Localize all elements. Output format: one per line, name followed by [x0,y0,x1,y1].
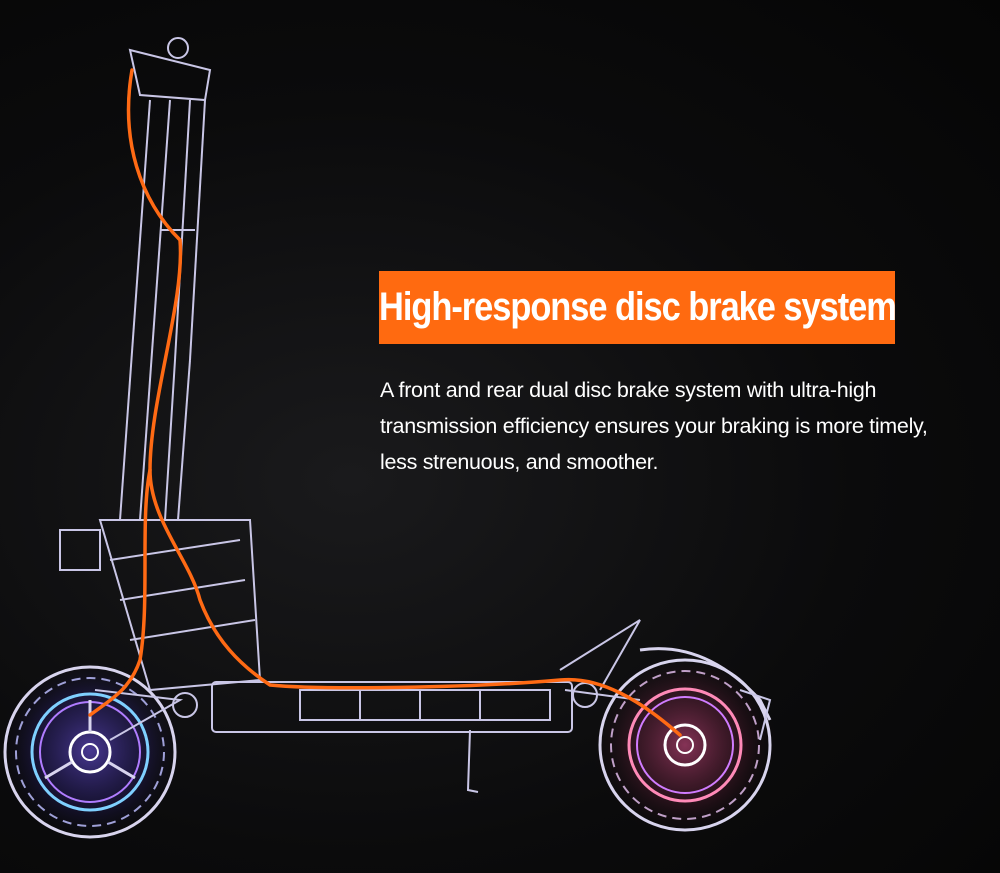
rear-wheel [598,647,772,832]
description-text: A front and rear dual disc brake system … [380,372,998,480]
front-wheel [3,665,177,839]
headline-banner: High-response disc brake system [378,271,897,344]
description-line-2: transmission efficiency ensures your bra… [380,414,928,438]
scooter-frame [59,37,772,793]
description-line-3: less strenuous, and smoother. [380,450,659,474]
headline-text: High-response disc brake system [378,285,897,329]
brake-cable [88,68,682,737]
description-line-1: A front and rear dual disc brake system … [380,378,877,402]
